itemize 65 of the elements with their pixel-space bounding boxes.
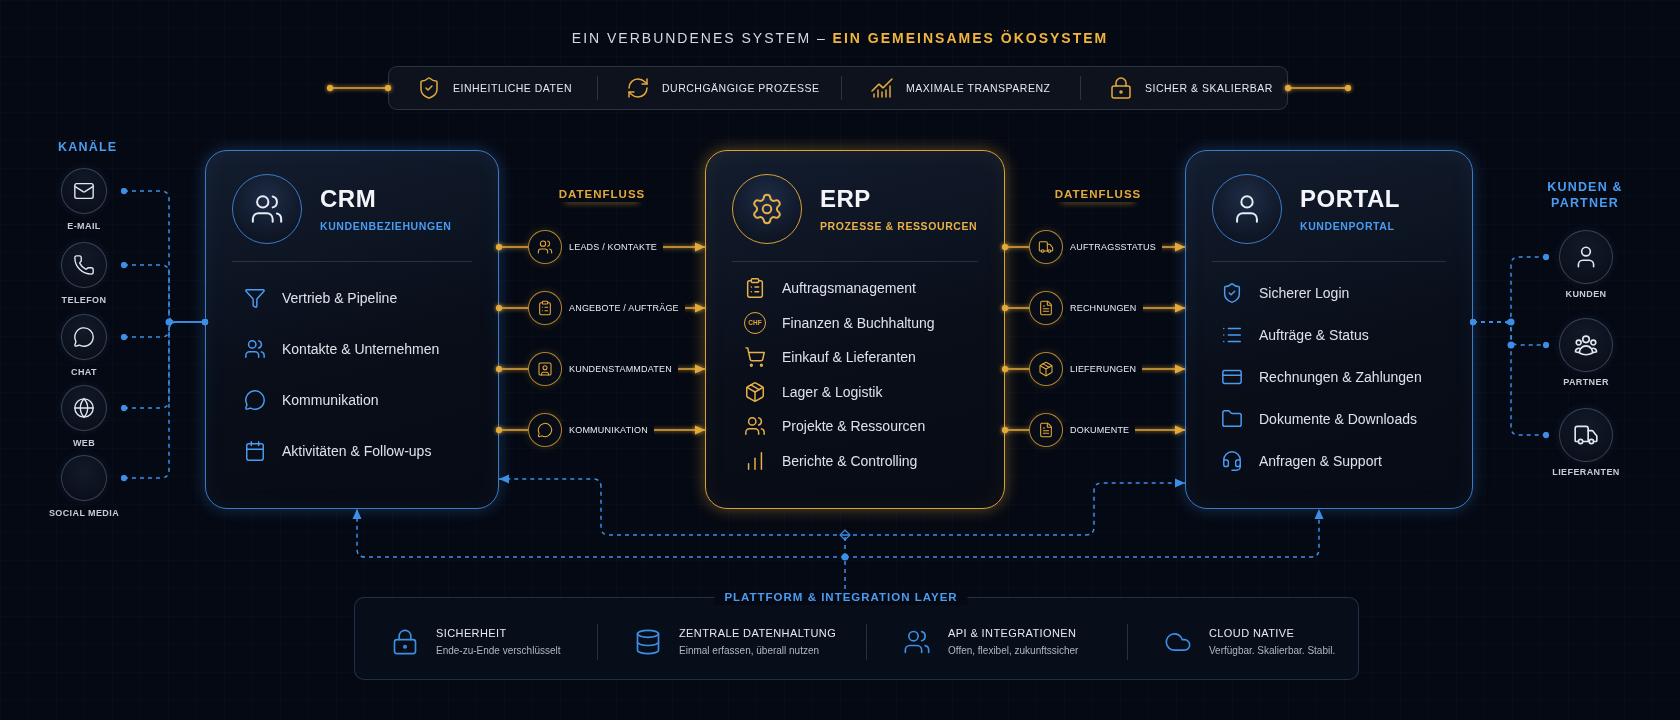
feature-text: Anfragen & Support <box>1259 452 1382 470</box>
feature-text: Sicherer Login <box>1259 284 1350 302</box>
card-title: CRM <box>320 185 377 213</box>
card-title: PORTAL <box>1300 185 1400 213</box>
feature-text: Aktivitäten & Follow-ups <box>282 442 432 460</box>
dashed-arrow <box>844 478 1186 536</box>
edge-label: KUNDENSTAMMDATEN <box>562 361 678 377</box>
feature-text: MAXIMALE TRANSPARENZ <box>906 81 1051 95</box>
feature-text: SICHER & SKALIERBAR <box>1145 81 1273 95</box>
feature-text: Rechnungen & Zahlungen <box>1259 368 1422 386</box>
feature-text: Vertrieb & Pipeline <box>282 289 398 307</box>
node-caption: LIEFERANTEN <box>1552 466 1620 478</box>
system-card <box>1185 150 1473 509</box>
system-card <box>205 150 499 509</box>
feature-text: Einkauf & Lieferanten <box>782 348 916 366</box>
feature-text: DURCHGÄNGIGE PROZESSE <box>662 81 820 95</box>
section-heading: DATENFLUSS <box>558 186 646 202</box>
layer-feature-text: Einmal erfassen, überall nutzen <box>679 644 820 657</box>
feature-text: Auftragsmanagement <box>782 279 916 297</box>
layer-feature-title: API & INTEGRATIONEN <box>948 626 1077 640</box>
node-caption: WEB <box>72 437 96 449</box>
group-heading: KUNDEN & PARTNER <box>1546 179 1624 211</box>
layer-feature-title: ZENTRALE DATENHALTUNG <box>679 626 837 640</box>
feature-text: EINHEITLICHE DATEN <box>453 81 573 95</box>
feature-text: Finanzen & Buchhaltung <box>782 313 935 332</box>
dashed-arrow <box>498 474 846 536</box>
dashed-connector-line <box>120 318 209 482</box>
edge-label: KOMMUNIKATION <box>562 422 654 438</box>
edge-label: AUFTRAGSSTATUS <box>1063 239 1162 255</box>
feature-text: Dokumente & Downloads <box>1259 410 1417 428</box>
feature-text: Aufträge & Status <box>1259 326 1369 344</box>
feature-text: Kontakte & Unternehmen <box>282 340 440 358</box>
feature-bar <box>388 66 1288 110</box>
card-title: ERP <box>820 185 871 213</box>
layer-feature-text: Ende-zu-Ende verschlüsselt <box>436 644 561 657</box>
feature-text: Lager & Logistik <box>782 382 883 401</box>
edge-label: DOKUMENTE <box>1063 422 1136 438</box>
diagram-title: EIN VERBUNDENES SYSTEM – EIN GEMEINSAMES ÖKOSYSTEM <box>571 29 1109 47</box>
feature-text: Kommunikation <box>282 391 379 409</box>
node-caption: E-MAIL <box>67 220 101 232</box>
card-subtitle: KUNDENBEZIEHUNGEN <box>320 219 452 233</box>
node-caption: CHAT <box>71 366 97 378</box>
node-caption: SOCIAL MEDIA <box>48 507 120 519</box>
edge-label: LEADS / KONTAKTE <box>562 239 664 255</box>
layer-feature-text: Verfügbar. Skalierbar. Stabil. <box>1209 644 1336 657</box>
node-caption: PARTNER <box>1563 376 1609 388</box>
group-heading: KANÄLE <box>58 139 118 155</box>
feature-text: Projekte & Ressourcen <box>782 417 926 435</box>
feature-text: Berichte & Controlling <box>782 451 918 470</box>
panel-title: PLATTFORM & INTEGRATION LAYER <box>714 589 968 605</box>
dashed-connector-line <box>1469 318 1550 439</box>
node-caption: TELEFON <box>61 294 107 306</box>
connector-line <box>1284 84 1352 92</box>
system-card <box>705 150 1005 509</box>
layer-feature-text: Offen, flexibel, zukunftssicher <box>948 644 1079 657</box>
layer-feature-title: SICHERHEIT <box>436 626 507 640</box>
edge-label: ANGEBOTE / AUFTRÄGE <box>562 300 685 316</box>
node-caption: KUNDEN <box>1565 288 1607 300</box>
card-subtitle: PROZESSE & RESSOURCEN <box>820 219 978 233</box>
card-subtitle: KUNDENPORTAL <box>1300 219 1395 233</box>
edge-label: RECHNUNGEN <box>1063 300 1143 316</box>
connector-line <box>326 84 392 92</box>
section-heading: DATENFLUSS <box>1054 186 1142 202</box>
layer-feature-title: CLOUD NATIVE <box>1209 626 1295 640</box>
edge-label: LIEFERUNGEN <box>1063 361 1143 377</box>
